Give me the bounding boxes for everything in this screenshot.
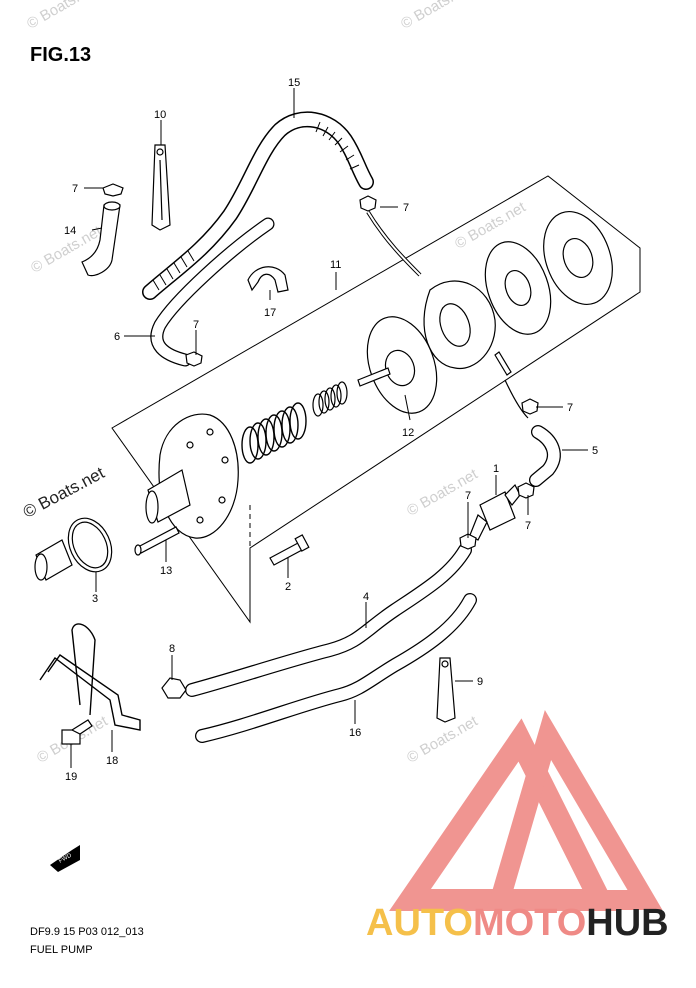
hose-4-inner: [186, 544, 471, 696]
bolt-2: [269, 534, 310, 566]
strap-9: [436, 657, 456, 723]
clamp-7-icon: [102, 183, 124, 197]
callout-10: 10: [154, 109, 166, 121]
assembly-outline: [111, 175, 641, 624]
callout-7: 7: [567, 402, 573, 414]
bracket-18: [39, 623, 141, 731]
callout-7: 7: [403, 202, 409, 214]
callout-4: 4: [363, 591, 369, 603]
callout-14: 14: [64, 225, 76, 237]
diaphragm-12: [357, 316, 438, 414]
figure-name: FUEL PUMP: [30, 944, 93, 956]
callout-17: 17: [264, 307, 276, 319]
hose-5-inner: [530, 426, 560, 486]
clamp-17: [247, 266, 289, 293]
bolt-19: [61, 719, 93, 745]
clamp-7-icon: [521, 398, 539, 415]
fuel-filter-1: [469, 483, 521, 541]
callout-18: 18: [106, 755, 118, 767]
brand-part-3: HUB: [586, 902, 669, 944]
callout-16: 16: [349, 727, 361, 739]
figure-title: FIG.13: [30, 44, 92, 66]
callout-2: 2: [285, 581, 291, 593]
callout-12: 12: [402, 427, 414, 439]
callout-7: 7: [193, 319, 199, 331]
callout-9: 9: [477, 676, 483, 688]
filter-3: [34, 517, 113, 581]
brand-logo-icon: [389, 709, 663, 911]
callout-leaders: [70, 88, 588, 768]
callout-8: 8: [169, 643, 175, 655]
hose-6-inner: [151, 218, 274, 366]
callout-numbers: 15 10 7 7 14 11 17 7 6 7 12 5 1 7 7 13 2…: [64, 77, 598, 783]
spring-small: [312, 381, 348, 417]
callout-11: 11: [330, 259, 341, 271]
callout-19: 19: [65, 771, 77, 783]
clamp-7-icon: [359, 195, 377, 212]
callout-3: 3: [92, 593, 98, 605]
callout-6: 6: [114, 331, 120, 343]
figure-code: DF9.9 15 P03 012_013: [30, 926, 144, 938]
hose-15: [142, 111, 374, 300]
clamp-7-icon: [185, 351, 203, 367]
pump-body: [145, 413, 239, 539]
callout-1: 1: [493, 463, 499, 475]
fuel-line-11-inner: [367, 211, 421, 276]
callout-7: 7: [465, 490, 471, 502]
fuel-line-to-5: [504, 379, 529, 419]
hose-16: [195, 593, 477, 743]
hose-16-inner: [196, 594, 476, 742]
clamp-7-icon: [517, 482, 535, 499]
fwd-arrow-icon: FWD: [50, 845, 80, 872]
spring-large: [241, 402, 307, 464]
hose-4: [185, 543, 472, 697]
strap-10: [151, 144, 171, 231]
callout-15: 15: [288, 77, 300, 89]
screw-13: [134, 526, 180, 556]
pump-cover-assembly: [423, 210, 613, 376]
callout-13: 13: [160, 565, 172, 577]
hose-14: [81, 201, 121, 277]
brand-part-1: AUTO: [366, 902, 473, 944]
clamp-8-icon: [161, 677, 187, 699]
callout-7: 7: [72, 183, 78, 195]
callout-7: 7: [525, 520, 531, 532]
brand-wordmark: AUTOMOTOHUB: [366, 902, 669, 945]
brand-part-2: MOTO: [472, 902, 587, 944]
callout-5: 5: [592, 445, 598, 457]
